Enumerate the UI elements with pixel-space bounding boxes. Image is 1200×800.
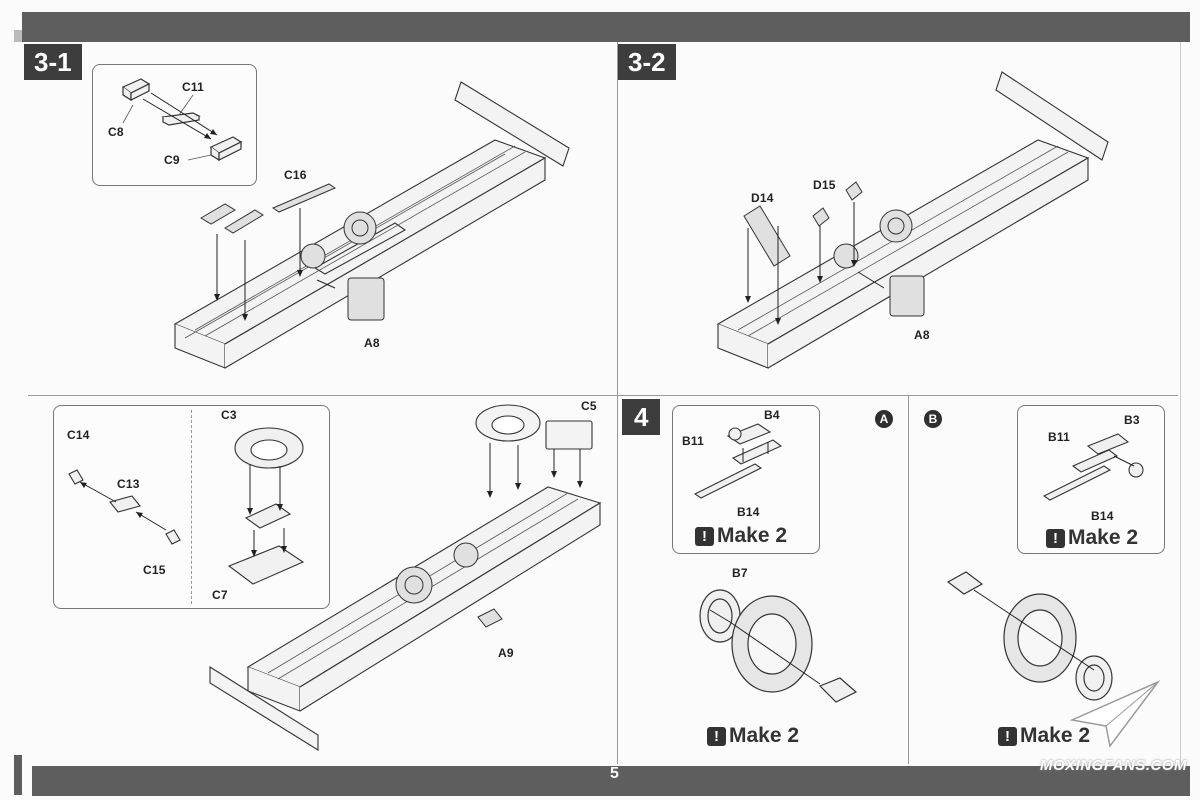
- step-3-2-label: 3-2: [618, 44, 676, 80]
- wheel-assembly-b: [944, 560, 1134, 710]
- watermark-text: MOXINGFANS.COM: [1040, 757, 1188, 774]
- left-edge: [14, 30, 22, 42]
- part-b4: B4: [764, 408, 780, 422]
- right-edge: [1180, 42, 1181, 764]
- part-a9: A9: [498, 646, 514, 660]
- variant-a-badge: A: [875, 410, 893, 428]
- part-c3: C3: [221, 408, 237, 422]
- vertical-divider: [617, 42, 618, 764]
- part-c15: C15: [143, 563, 166, 577]
- variant-b-badge: B: [924, 410, 942, 428]
- chassis-frame-bottom: [208, 405, 608, 750]
- inset-variant-b: !Make 2: [1017, 405, 1165, 554]
- inset-fifth-wheel: [53, 405, 330, 609]
- part-a8-step-3-2: A8: [914, 328, 930, 342]
- bottom-bar: [32, 766, 1190, 796]
- part-b11-a: B11: [682, 434, 704, 448]
- warning-icon-wheel-b: !: [998, 726, 1017, 746]
- make-2-wheel-a-label: Make 2: [729, 724, 800, 747]
- part-a8-step-3-1: A8: [364, 336, 380, 350]
- paper-plane-logo: [1070, 680, 1160, 750]
- left-bottom-edge: [14, 755, 22, 795]
- make-2-inset-b: !Make 2: [1046, 526, 1138, 550]
- chassis-frame-step-3-1: [165, 68, 585, 388]
- part-b3: B3: [1124, 413, 1140, 427]
- horizontal-divider: [28, 395, 1178, 396]
- step-3-1-label: 3-1: [24, 44, 82, 80]
- part-b11-b: B11: [1048, 430, 1070, 444]
- step-4-label: 4: [622, 399, 661, 435]
- inset-c8-c9-drawing: [93, 65, 256, 185]
- part-b14-b: B14: [1091, 509, 1114, 523]
- warning-icon-b: !: [1046, 528, 1065, 548]
- inset-dashed-divider: [191, 410, 192, 604]
- divider-4ab: [908, 396, 909, 764]
- wheel-assembly-a: [680, 578, 870, 728]
- make-2-inset-b-label: Make 2: [1068, 526, 1139, 549]
- part-c11: C11: [182, 80, 204, 94]
- part-c14: C14: [67, 428, 90, 442]
- part-c5: C5: [581, 399, 597, 413]
- make-2-wheel-a: !Make 2: [707, 724, 799, 748]
- part-c9: C9: [164, 153, 180, 167]
- make-2-inset-a-label: Make 2: [717, 524, 788, 547]
- inset-c8-c9: [92, 64, 257, 186]
- inset-variant-b-drawing: [1018, 406, 1164, 553]
- make-2-wheel-b: !Make 2: [998, 724, 1090, 748]
- part-b14-a: B14: [737, 505, 760, 519]
- part-c8: C8: [108, 125, 124, 139]
- part-c16: C16: [284, 168, 307, 182]
- top-bar: [22, 12, 1190, 42]
- chassis-frame-step-3-2: [708, 66, 1128, 386]
- inset-fifth-wheel-drawing: [54, 406, 329, 608]
- make-2-wheel-b-label: Make 2: [1020, 724, 1091, 747]
- part-d14: D14: [751, 191, 774, 205]
- part-c7: C7: [212, 588, 228, 602]
- page-number: 5: [610, 765, 619, 782]
- warning-icon-wheel-a: !: [707, 726, 726, 746]
- warning-icon: !: [695, 526, 714, 546]
- inset-variant-a-drawing: [673, 406, 819, 553]
- part-d15: D15: [813, 178, 836, 192]
- make-2-inset-a: !Make 2: [695, 524, 787, 548]
- part-b7-a: B7: [732, 566, 748, 580]
- part-c13: C13: [117, 477, 140, 491]
- inset-variant-a: !Make 2: [672, 405, 820, 554]
